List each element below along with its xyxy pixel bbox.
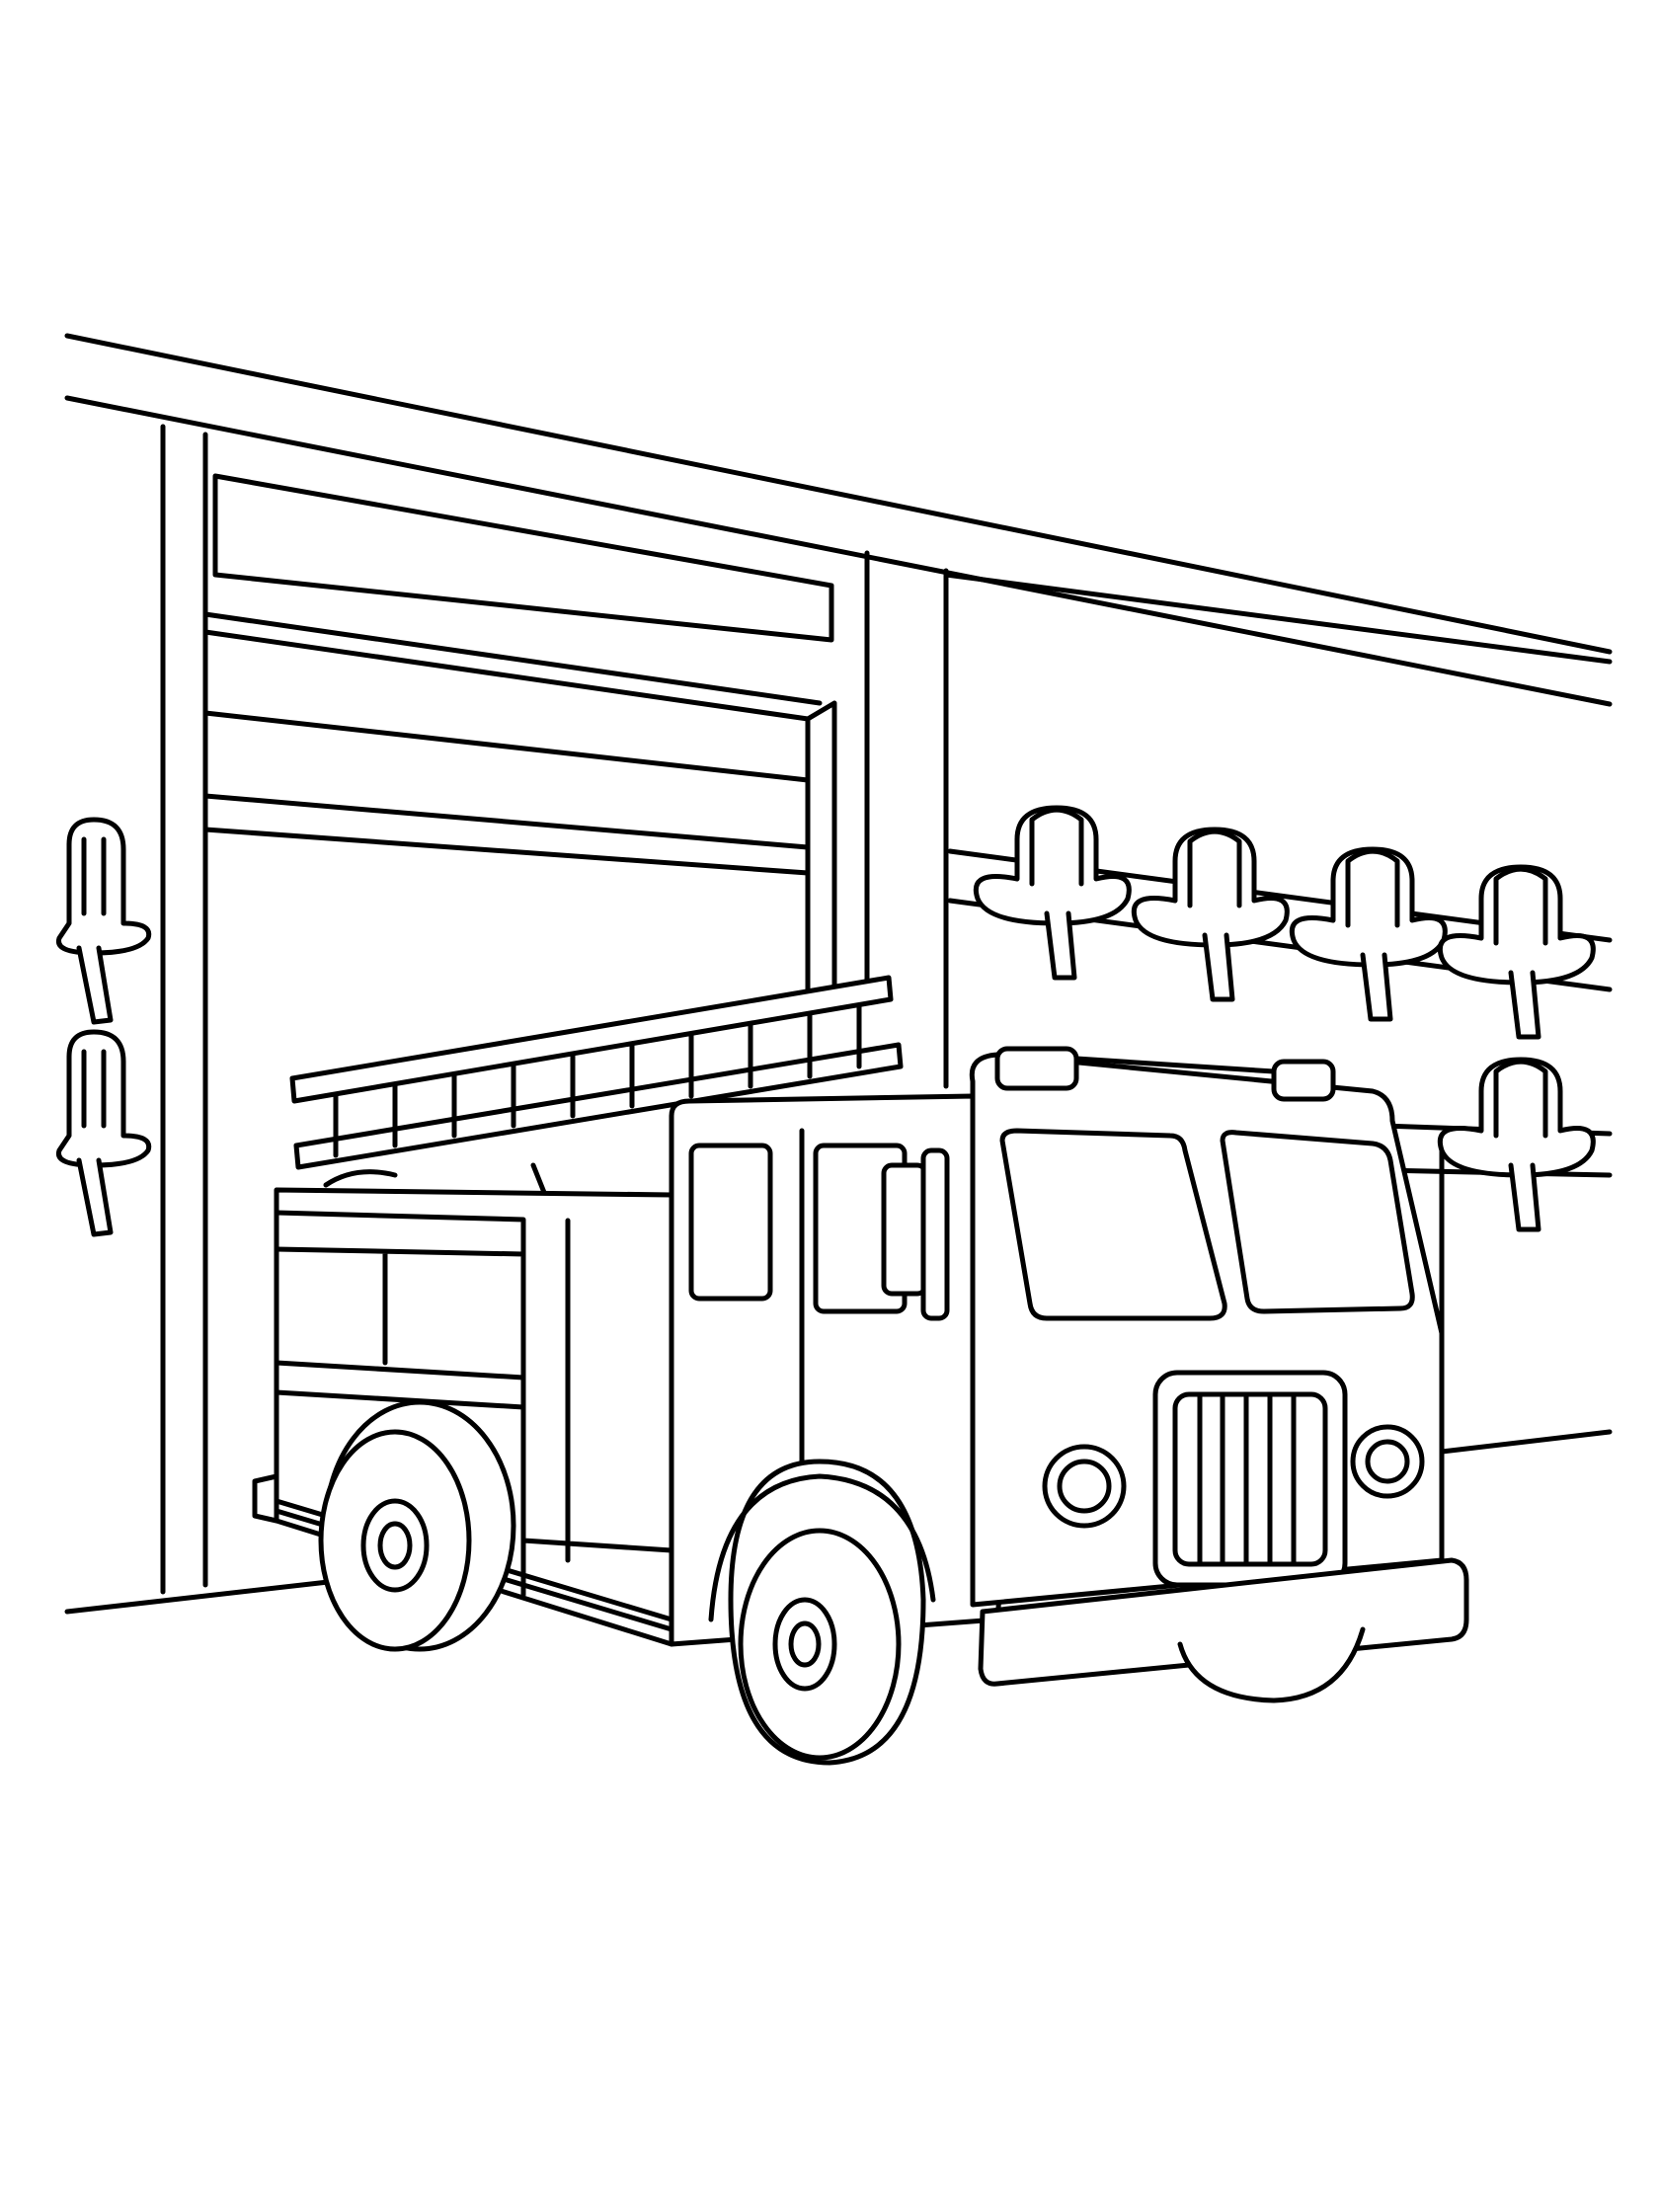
front-right-wheel	[1177, 1626, 1366, 1703]
roof-line-top	[64, 333, 1613, 655]
ladder	[289, 975, 904, 1218]
right-bay-frame	[943, 572, 1613, 1089]
helmet-rack-1	[976, 808, 1129, 978]
roof-line-bottom	[64, 395, 1613, 707]
garage-door-slat-1	[202, 611, 823, 706]
headlight-right	[1350, 1424, 1425, 1499]
helmet-rack-5	[1440, 1060, 1593, 1229]
door-header-panel	[212, 473, 834, 643]
helmet-wall-left-2	[58, 1032, 148, 1234]
garage-door-slat-5	[202, 827, 811, 876]
garage-door-edge	[805, 700, 837, 1000]
helmet-wall-left-1	[58, 820, 148, 1022]
helmet-rack-3	[1292, 849, 1445, 1019]
front-left-wheel	[728, 1459, 926, 1766]
windshield-right	[1220, 1130, 1415, 1314]
side-mirror	[881, 1147, 950, 1321]
rear-wheel	[318, 1399, 516, 1652]
emergency-light-bar	[994, 1046, 1336, 1102]
grille	[1152, 1370, 1348, 1588]
helmet-rack-4	[1440, 867, 1593, 1037]
garage-door-slat-2	[202, 629, 811, 722]
garage-door-slat-4	[202, 793, 811, 850]
floor-line-right	[1439, 1429, 1613, 1455]
cab-side-window-rear	[688, 1143, 773, 1302]
fire-station-building	[64, 333, 1613, 1615]
garage-door-slat-3	[202, 710, 811, 783]
center-pillar	[864, 550, 949, 1000]
wheel-arch	[708, 1473, 936, 1622]
front-bumper	[978, 1557, 1469, 1687]
headlight-left	[1042, 1444, 1127, 1529]
floor-line-left	[64, 1577, 349, 1615]
windshield-left	[999, 1128, 1227, 1321]
helmet-rack-2	[1134, 830, 1287, 999]
left-pillar	[160, 424, 208, 1595]
fire-truck	[252, 975, 1469, 1766]
